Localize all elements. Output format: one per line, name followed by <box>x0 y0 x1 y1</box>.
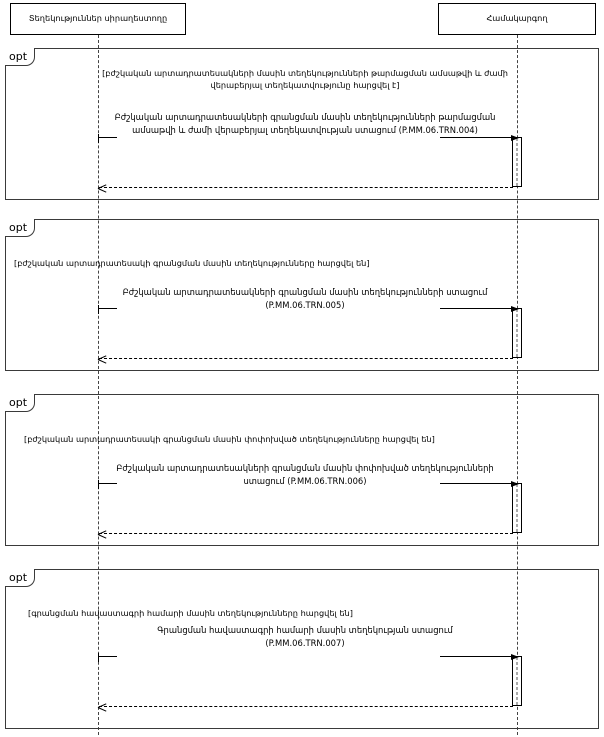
opt-fragment-2-operator: opt <box>5 219 36 237</box>
opt-fragment-3 <box>5 394 599 546</box>
opt-fragment-1 <box>5 48 599 200</box>
lifeline-requester <box>98 35 99 735</box>
opt-fragment-2-guard: [բժշկական արտադրատեսակի գրանցման մասին տ… <box>14 258 370 268</box>
lifeline-head-requester: Տեղեկություններ սիրաղեստողը <box>10 3 186 35</box>
message-4-send-stub <box>98 653 117 662</box>
message-1-request-arrow <box>440 134 519 141</box>
opt-fragment-2 <box>5 219 599 371</box>
activation-bar-2 <box>512 308 522 358</box>
opt-fragment-4-guard: [գրանցման հավաստագրի համարի մասին տեղեկո… <box>28 608 353 618</box>
message-3-return-arrow <box>99 533 513 534</box>
opt-fragment-1-operator: opt <box>5 48 36 66</box>
opt-fragment-1-guard: [բժշկական արտադրատեսակների մասին տեղեկու… <box>102 68 508 90</box>
opt-fragment-3-operator: opt <box>5 394 36 412</box>
message-3-label: Բժշկական արտադրատեսակների գրանցման մասին… <box>116 463 494 487</box>
activation-bar-4 <box>512 656 522 706</box>
message-4-label: Գրանցման հավաստագրի համարի մասին տեղեկու… <box>157 625 453 649</box>
opt-fragment-3-guard: [բժշկական արտադրատեսակի գրանցման մասին փ… <box>24 434 435 444</box>
message-2-return-arrow <box>99 358 513 359</box>
message-2-request-arrow <box>440 305 519 312</box>
message-2-label: Բժշկական արտադրատեսակների գրանցման մասին… <box>122 287 488 311</box>
message-1-return-arrow <box>99 187 513 188</box>
message-4-return-arrow <box>99 706 513 707</box>
lifeline-head-coordinator: Համակարգող <box>438 3 596 35</box>
activation-bar-1 <box>512 137 522 187</box>
lifeline-head-coordinator-label: Համակարգող <box>486 13 548 24</box>
opt-fragment-4-operator: opt <box>5 569 36 587</box>
message-1-send-stub <box>98 134 117 143</box>
message-2-send-stub <box>98 305 117 314</box>
message-4-request-arrow <box>440 653 519 660</box>
message-1-label: Բժշկական արտադրատեսակների գրանցման մասին… <box>114 112 496 136</box>
lifeline-head-requester-label: Տեղեկություններ սիրաղեստողը <box>28 13 168 24</box>
message-3-send-stub <box>98 480 117 489</box>
lifeline-coordinator <box>517 35 518 735</box>
activation-bar-3 <box>512 483 522 533</box>
message-3-request-arrow <box>440 480 519 487</box>
opt-fragment-4 <box>5 569 599 729</box>
